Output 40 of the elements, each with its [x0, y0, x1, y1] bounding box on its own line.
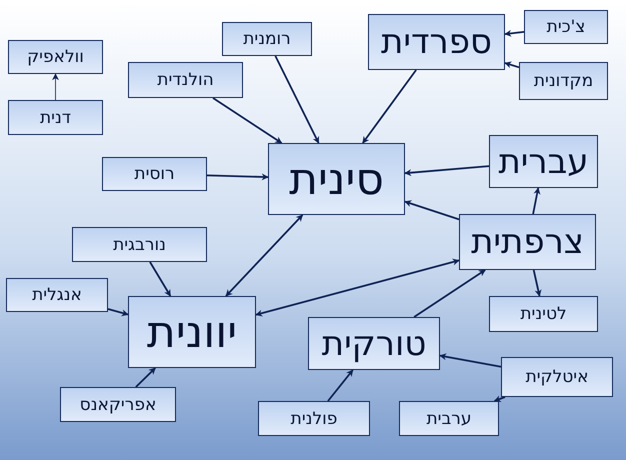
arrow — [149, 262, 172, 297]
arrow — [404, 165, 490, 176]
language-box: אפריקאנס — [60, 387, 176, 422]
arrow — [404, 200, 460, 220]
arrow — [327, 369, 354, 402]
language-box: טורקית — [308, 317, 440, 370]
arrow — [504, 30, 524, 37]
language-box: יוונית — [128, 296, 256, 368]
language-box: לטינית — [489, 296, 598, 332]
language-box: מקדונית — [519, 62, 608, 100]
language-box: עברית — [489, 135, 598, 188]
arrow — [135, 367, 156, 388]
arrow — [439, 353, 502, 368]
arrow — [362, 69, 417, 144]
arrow — [274, 56, 320, 144]
language-box: סינית — [268, 143, 405, 215]
language-box: צ'כית — [524, 10, 608, 44]
arrow — [52, 73, 59, 100]
language-box: רוסית — [102, 157, 207, 191]
arrow — [504, 62, 520, 68]
arrow — [108, 308, 129, 316]
language-box: צרפתית — [459, 214, 596, 270]
language-box: דנית — [8, 100, 103, 135]
arrow — [225, 214, 304, 297]
arrow — [494, 395, 506, 402]
language-box: ערבית — [399, 401, 499, 436]
arrow — [414, 269, 486, 318]
language-box: פולנית — [258, 401, 370, 436]
arrow — [532, 187, 540, 214]
arrow — [206, 173, 269, 180]
language-box: הולנדית — [128, 62, 243, 98]
language-box: ספרדית — [368, 14, 505, 70]
arrow — [212, 97, 282, 144]
arrow — [532, 270, 542, 297]
language-box: איטלקית — [501, 357, 613, 397]
language-box: אנגלית — [6, 278, 108, 312]
language-box: רומנית — [222, 22, 312, 56]
arrow — [255, 258, 460, 317]
language-box: וולאפיק — [8, 40, 103, 74]
language-box: נורבגית — [72, 227, 207, 262]
